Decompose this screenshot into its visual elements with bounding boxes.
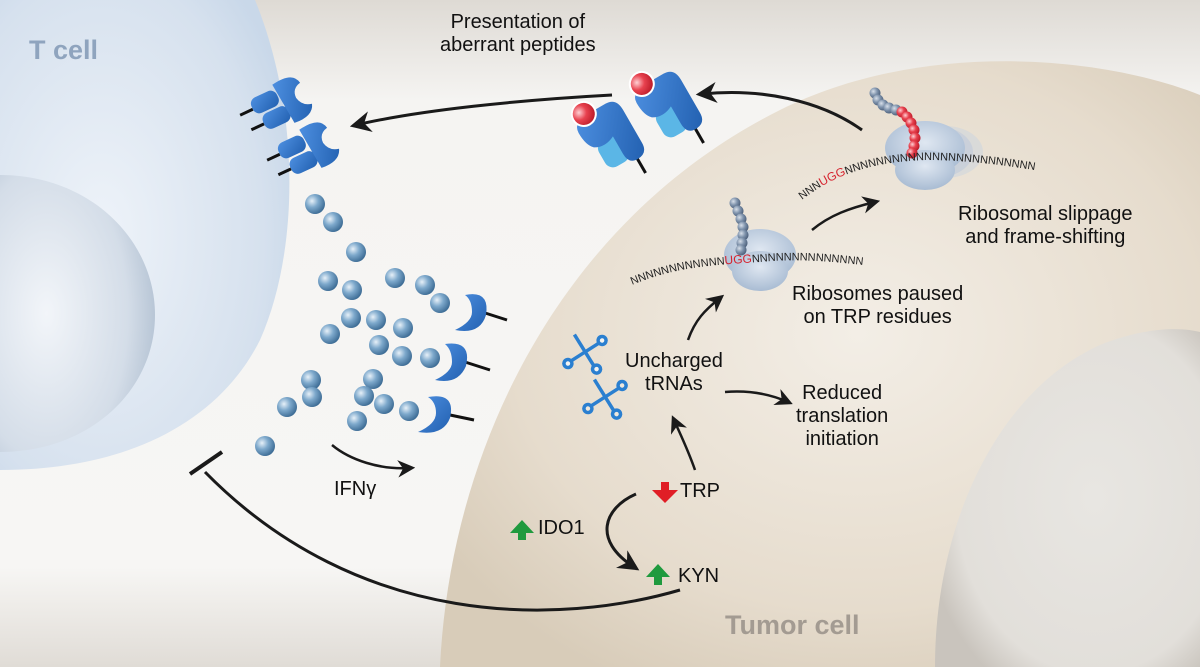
ifng-molecule xyxy=(385,268,405,288)
amino-acid-bead xyxy=(908,124,920,136)
reduced-line-1: Reduced xyxy=(802,382,883,404)
ifng-molecule xyxy=(301,370,321,390)
ifng-receptor-icon xyxy=(435,343,491,382)
ifng-molecule xyxy=(366,310,386,330)
ifng-receptor-icon xyxy=(418,396,475,433)
ifng-molecule xyxy=(323,212,343,232)
ifng-molecule xyxy=(346,242,366,262)
amino-acid-bead xyxy=(906,147,918,159)
kyn-up-arrow-icon xyxy=(646,564,670,585)
trp-label: TRP xyxy=(680,480,720,502)
ifng-molecule xyxy=(374,394,394,414)
paused-line-1: Ribosomes paused xyxy=(792,283,964,305)
tumor-cell-label: Tumor cell xyxy=(725,610,860,640)
ifng-arrow xyxy=(331,444,416,478)
trna-icon xyxy=(562,333,608,375)
tumor-cell-nucleus xyxy=(935,329,1200,667)
ifng-molecule xyxy=(318,271,338,291)
tcr-receptor-icon xyxy=(266,122,340,177)
ifng-molecule xyxy=(341,308,361,328)
kyn-inhibition-line xyxy=(203,470,681,612)
ido1-conversion-arrow xyxy=(605,492,640,571)
ifng-molecule xyxy=(255,436,275,456)
uncharged-line-1: Uncharged xyxy=(625,350,723,372)
kyn-label: KYN xyxy=(678,565,720,587)
t-cell-nucleus xyxy=(0,175,155,452)
ifng-molecule xyxy=(369,335,389,355)
mhc-peptide-icon xyxy=(628,70,705,144)
mrna-paused-codon: UGG xyxy=(724,252,752,268)
slippage-line-2: and frame-shifting xyxy=(965,226,1126,248)
trna-to-pause-arrow xyxy=(686,294,725,341)
t-cell-label: T cell xyxy=(29,35,99,65)
ifng-molecule xyxy=(392,346,412,366)
ido1-up-arrow-icon xyxy=(510,520,534,540)
trp-down-arrow-icon xyxy=(652,482,678,503)
presentation-line-1: Presentation of xyxy=(450,11,586,33)
amino-acid-bead xyxy=(737,229,749,241)
inhibition-bar-icon xyxy=(188,450,224,476)
ifng-molecule xyxy=(320,324,340,344)
ifng-molecule xyxy=(363,369,383,389)
ifng-label: IFNγ xyxy=(334,478,377,500)
presentation-label: Presentation of aberrant peptides xyxy=(440,11,596,57)
trp-to-trna-arrow xyxy=(670,415,697,471)
ribosome-to-mhc-arrow xyxy=(695,82,863,132)
mhc-peptide-icon xyxy=(570,100,647,174)
amino-acid-bead xyxy=(737,221,749,233)
amino-acid-bead xyxy=(909,132,921,144)
amino-acid-bead xyxy=(735,244,747,256)
nascent-peptide-slipped xyxy=(869,87,921,159)
reduced-line-3: initiation xyxy=(805,428,879,450)
paused-line-2: on TRP residues xyxy=(803,306,952,328)
slippage-label: Ribosomal slippage and frame-shifting xyxy=(958,203,1133,249)
trna-icon xyxy=(582,378,628,420)
ifng-molecule xyxy=(302,387,322,407)
tcr-receptor-icon xyxy=(239,77,313,132)
ifng-molecule xyxy=(420,348,440,368)
ifng-molecule xyxy=(305,194,325,214)
ifng-molecule xyxy=(277,397,297,417)
pause-to-slip-arrow xyxy=(811,196,881,231)
uncharged-trna-label: Uncharged tRNAs xyxy=(625,350,723,396)
ido1-label: IDO1 xyxy=(538,517,585,539)
slippage-line-1: Ribosomal slippage xyxy=(958,203,1133,225)
ifng-receptor-icon xyxy=(455,294,508,331)
uncharged-line-2: tRNAs xyxy=(645,373,703,395)
reduced-line-2: translation xyxy=(796,405,889,427)
trna-to-reduced-arrow xyxy=(724,389,793,406)
reduced-translation-label: Reduced translation initiation xyxy=(796,382,888,451)
ifng-cytokines xyxy=(255,194,450,456)
paused-label: Ribosomes paused on TRP residues xyxy=(792,283,963,329)
ifng-molecule xyxy=(399,401,419,421)
presentation-arrow xyxy=(349,93,613,132)
nascent-peptide-paused xyxy=(729,197,749,256)
ifng-molecule xyxy=(342,280,362,300)
presentation-line-2: aberrant peptides xyxy=(440,34,596,56)
ifng-molecule xyxy=(415,275,435,295)
ifng-molecule xyxy=(393,318,413,338)
ifng-molecule xyxy=(354,386,374,406)
ifng-molecule xyxy=(347,411,367,431)
ifng-molecule xyxy=(430,293,450,313)
